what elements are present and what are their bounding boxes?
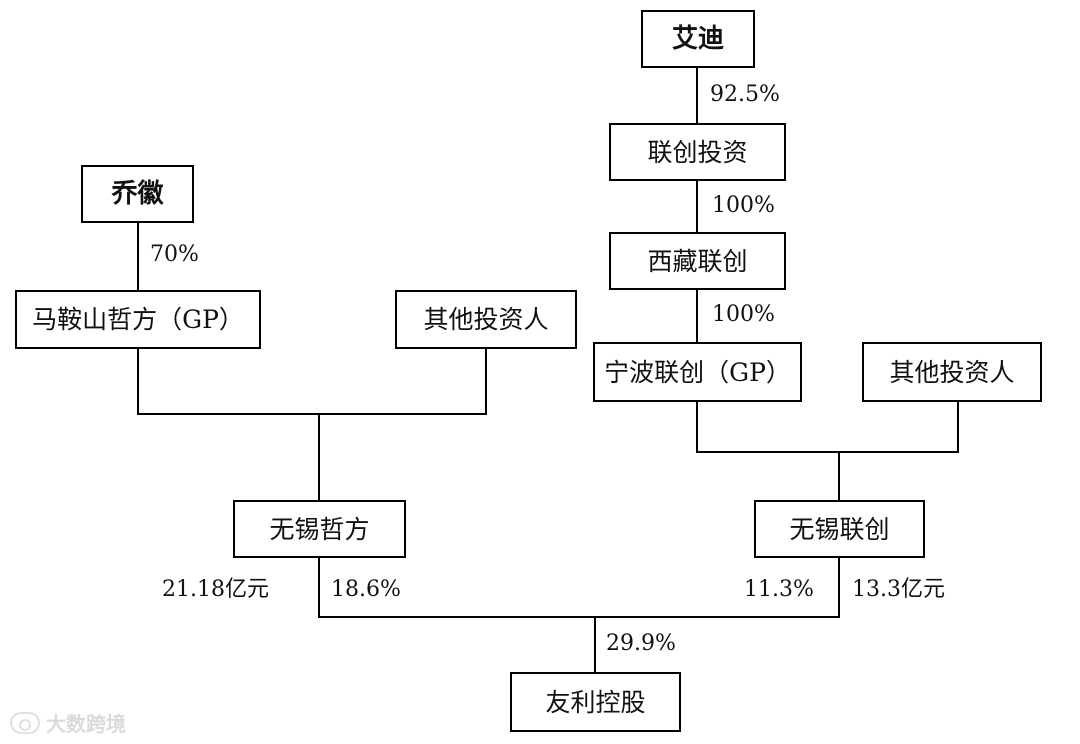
entity-wuxi-zhefang: 无锡哲方	[233, 500, 406, 558]
entity-qiaohui: 乔徽	[81, 165, 194, 223]
entity-lianchuang-touzi-label: 联创投资	[647, 137, 748, 167]
entity-xizang-lianchuang: 西藏联创	[609, 232, 786, 290]
stake-label-aidi-to-lianchuang-touzi: 92.5%	[710, 82, 780, 107]
entity-qiaohui-label: 乔徽	[111, 179, 164, 209]
stake-label-wuxi-lianchuang: 11.3%	[744, 577, 814, 602]
entity-aidi-label: 艾迪	[671, 24, 724, 54]
stake-label-combined: 29.9%	[606, 631, 676, 656]
amount-label-wuxi-zhefang: 21.18亿元	[162, 577, 269, 602]
amount-label-wuxi-lianchuang: 13.3亿元	[852, 577, 945, 602]
entity-ningbo-lianchuang-gp-label: 宁波联创（GP）	[604, 357, 791, 387]
entity-qita-touziren-left-label: 其他投资人	[423, 305, 549, 334]
entity-xizang-lianchuang-label: 西藏联创	[647, 246, 748, 276]
watermark: 大数跨境	[10, 708, 126, 737]
entity-qita-touziren-left: 其他投资人	[395, 290, 577, 349]
entity-qita-touziren-right-label: 其他投资人	[889, 357, 1015, 387]
entity-ningbo-lianchuang-gp: 宁波联创（GP）	[593, 342, 802, 402]
entity-wuxi-zhefang-label: 无锡哲方	[269, 514, 370, 544]
entity-aidi: 艾迪	[641, 10, 755, 68]
stake-label-wuxi-zhefang: 18.6%	[331, 577, 401, 602]
entity-lianchuang-touzi: 联创投资	[609, 123, 786, 181]
entity-wuxi-lianchuang: 无锡联创	[754, 500, 925, 558]
entity-youli-konggu-label: 友利控股	[545, 687, 646, 717]
entity-wuxi-lianchuang-label: 无锡联创	[789, 514, 890, 544]
entity-qita-touziren-right: 其他投资人	[862, 342, 1042, 402]
watermark-text: 大数跨境	[46, 712, 126, 736]
entity-maanshan-zhefang-gp: 马鞍山哲方（GP）	[15, 290, 261, 349]
entity-maanshan-zhefang-gp-label: 马鞍山哲方（GP）	[32, 305, 244, 334]
stake-label-lianchuang-touzi-to-xizang: 100%	[712, 193, 775, 218]
stake-label-qiaohui-to-maanshan: 70%	[150, 242, 199, 267]
stake-label-xizang-to-ningbo: 100%	[712, 302, 775, 327]
entity-youli-konggu: 友利控股	[510, 672, 681, 732]
watermark-logo-icon	[10, 711, 40, 734]
